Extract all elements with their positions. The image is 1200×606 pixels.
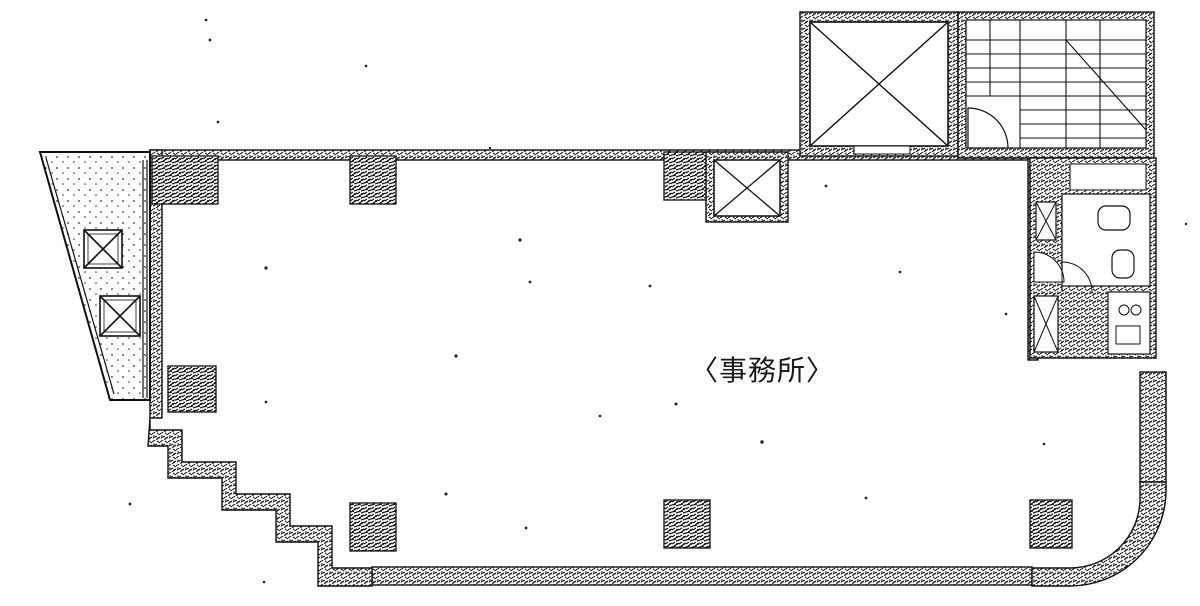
column xyxy=(151,155,219,205)
shaft xyxy=(705,151,789,223)
column xyxy=(1029,499,1073,549)
ac-unit-1 xyxy=(83,229,123,269)
scan-dots xyxy=(128,18,1188,584)
stepped-wall xyxy=(147,417,373,587)
column xyxy=(663,499,711,549)
column xyxy=(167,365,217,413)
column xyxy=(349,502,397,552)
balcony-rail xyxy=(45,157,115,395)
elevator-core xyxy=(799,11,959,157)
service-core xyxy=(1029,157,1157,359)
office-room-label: 〈事務所〉 xyxy=(690,354,836,387)
balcony xyxy=(38,151,151,401)
columns xyxy=(151,151,1073,552)
column xyxy=(663,151,709,201)
exterior-walls xyxy=(149,149,1167,586)
stairwell xyxy=(957,11,1155,159)
column xyxy=(349,155,397,205)
curved-corner-wall xyxy=(1031,481,1167,587)
ac-unit-2 xyxy=(99,295,141,337)
bottom-wall xyxy=(371,566,1033,586)
right-wall xyxy=(1139,371,1167,483)
